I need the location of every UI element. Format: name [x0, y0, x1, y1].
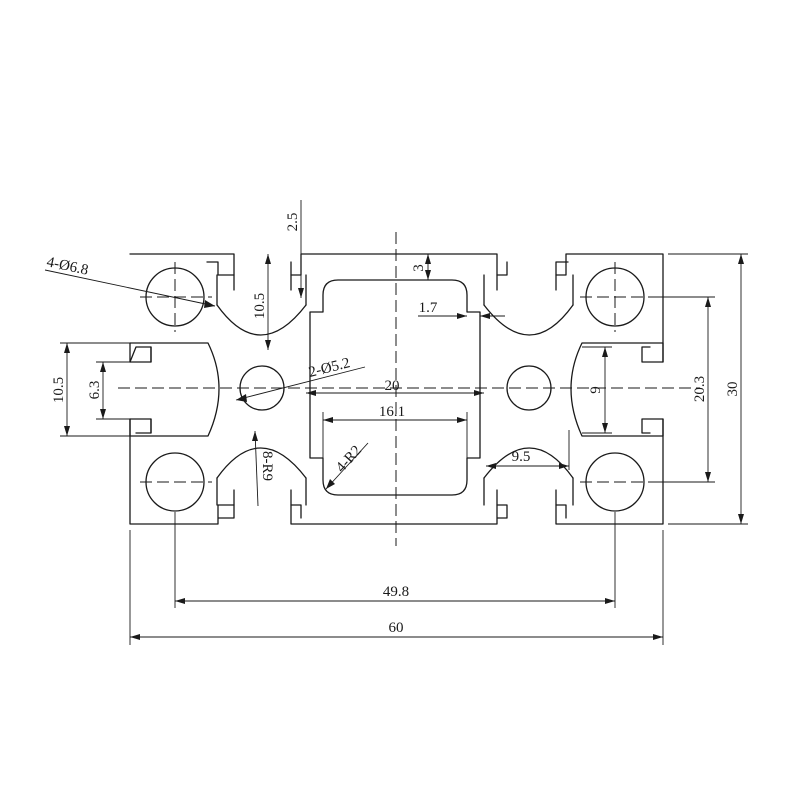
right-side-slot [570, 342, 664, 437]
label-slot-depth: 10.5 [252, 293, 268, 319]
arc-bottom-left [216, 447, 307, 479]
label-hole-spacing-y: 20.3 [692, 376, 708, 402]
center-lines [118, 232, 700, 546]
arc-top-right [483, 304, 574, 336]
dimensions [44, 200, 748, 645]
label-center-width: 20 [385, 378, 400, 394]
label-wall-top: 3 [411, 264, 427, 272]
label-arc-width: 9.5 [512, 449, 531, 465]
label-slot-opening-top: 2.5 [285, 213, 301, 232]
label-hole-spacing-x: 49.8 [383, 584, 409, 600]
label-center-inner: 16.1 [379, 404, 405, 420]
label-arc-radius: 8-R9 [259, 451, 275, 481]
label-side-slot-height: 10.5 [51, 377, 67, 403]
label-center-holes: 2-Ø5.2 [307, 355, 352, 381]
label-side-slot-inner: 6.3 [87, 381, 103, 400]
center-chamber [309, 279, 481, 496]
slot-walls [233, 274, 557, 506]
left-side-slot [129, 342, 220, 437]
web-lines [216, 274, 574, 506]
arc-top-left [216, 304, 307, 336]
label-height-overall: 30 [725, 382, 741, 397]
dimension-labels: 60 49.8 30 20.3 9 10.5 6.3 10.5 2.5 3 1.… [45, 213, 741, 636]
label-wall-side: 1.7 [419, 300, 438, 316]
label-slot-inner-right: 9 [588, 386, 604, 394]
label-width-overall: 60 [389, 620, 404, 636]
label-corner-radius: 4-R2 [333, 443, 365, 476]
outer-contour [129, 253, 664, 525]
